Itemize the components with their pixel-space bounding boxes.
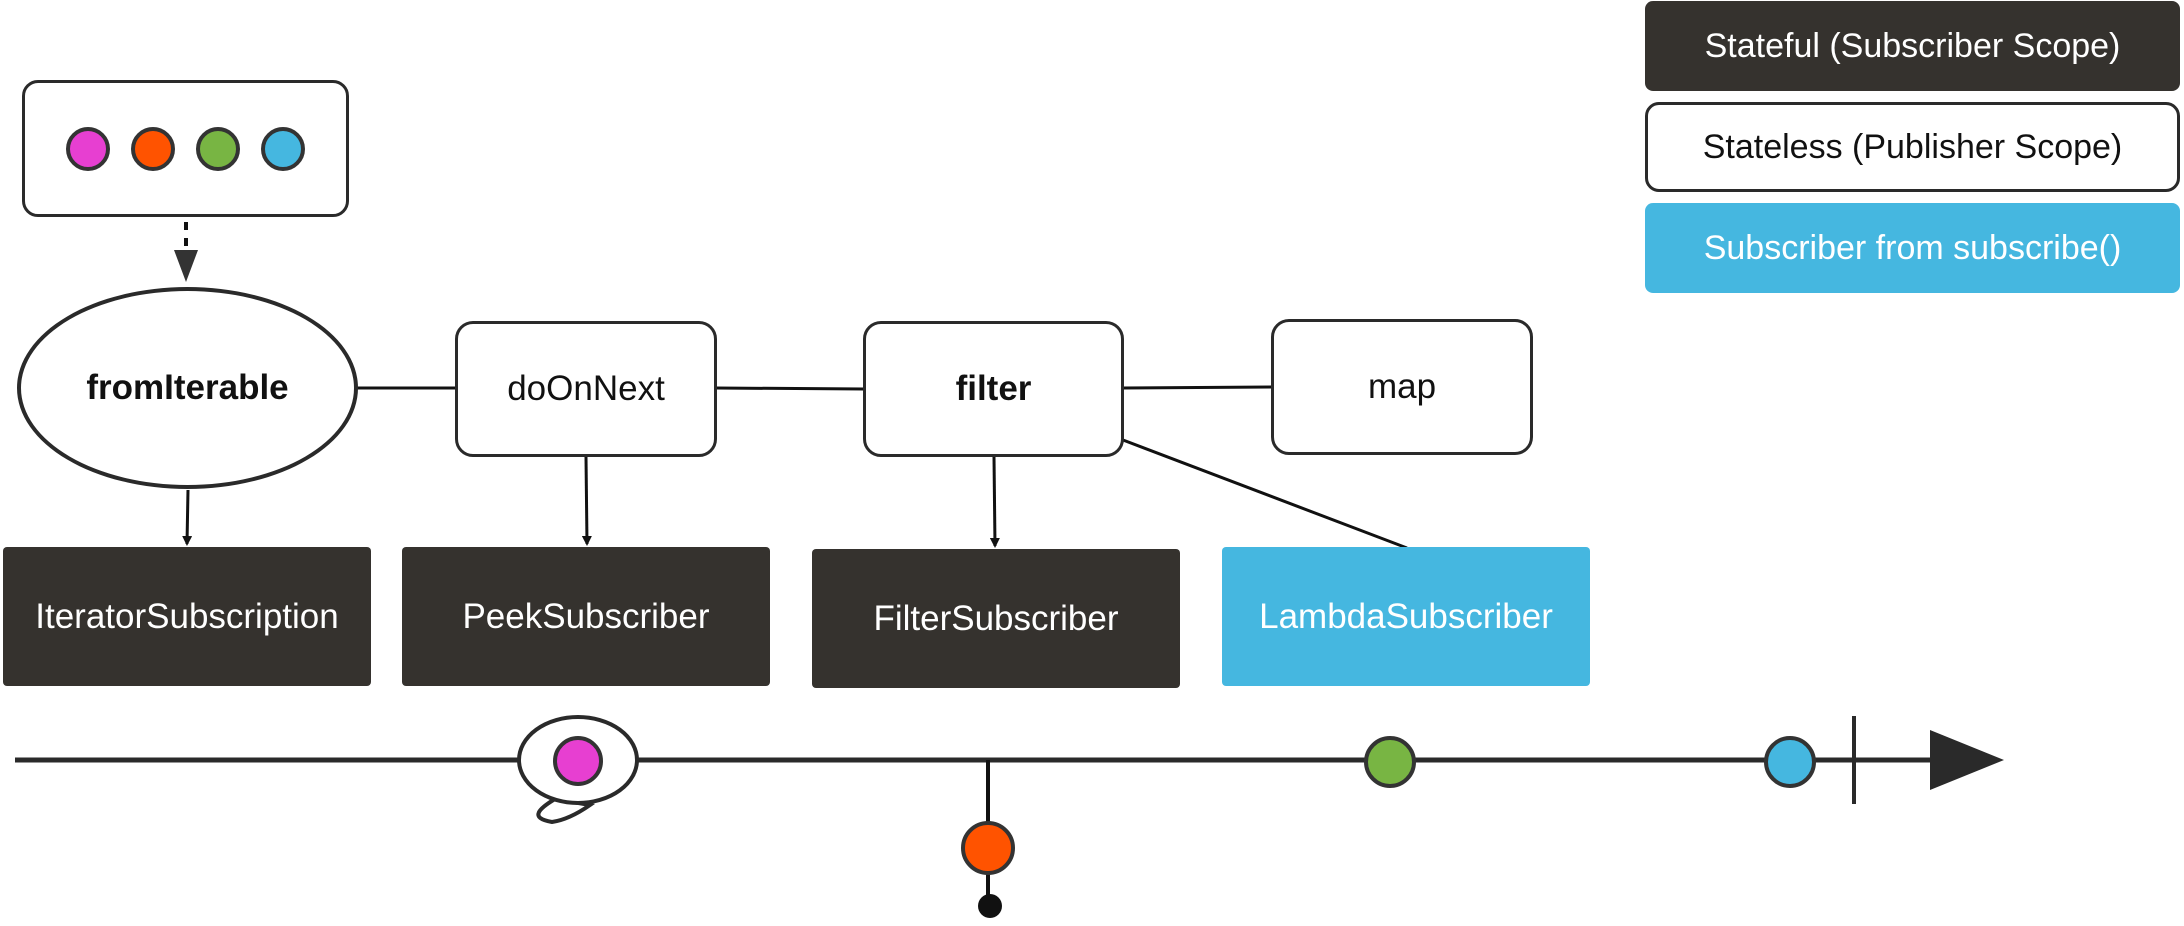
fromiterable-to-iterator-arrow [182, 489, 193, 546]
peek-speech-bubble [517, 715, 639, 825]
chain-line-2 [715, 386, 865, 391]
chain-line-3 [1122, 385, 1273, 390]
legend-stateful: Stateful (Subscriber Scope) [1645, 1, 2180, 91]
source-item-green [196, 126, 240, 171]
operator-filter: filter [863, 321, 1124, 457]
timeline-item-blue [1764, 736, 1816, 788]
subscriber-filter: FilterSubscriber [812, 549, 1180, 688]
filter-to-lambda-line [1122, 438, 1408, 550]
drop-terminal-dot [978, 894, 1002, 918]
source-iterable-box [22, 80, 349, 217]
legend-subscriber: Subscriber from subscribe() [1645, 203, 2180, 293]
source-item-blue [261, 126, 305, 171]
doonnext-to-peek-arrow [581, 456, 592, 546]
timeline-item-orange [961, 821, 1015, 875]
source-item-magenta [66, 126, 110, 171]
source-arrowhead [174, 250, 198, 282]
subscriber-lambda: LambdaSubscriber [1222, 547, 1590, 686]
timeline-item-green [1364, 736, 1416, 788]
filter-to-filtersub-arrow [989, 456, 1000, 548]
operator-map: map [1271, 319, 1533, 455]
operator-fromiterable: fromIterable [17, 287, 358, 489]
timeline-arrowhead [1930, 730, 2004, 790]
subscriber-iterator-subscription: IteratorSubscription [3, 547, 371, 686]
subscriber-peek: PeekSubscriber [402, 547, 770, 686]
legend-stateless: Stateless (Publisher Scope) [1645, 102, 2180, 192]
operator-doonnext: doOnNext [455, 321, 717, 457]
source-item-orange [131, 126, 175, 171]
timeline-item-magenta [553, 736, 603, 786]
